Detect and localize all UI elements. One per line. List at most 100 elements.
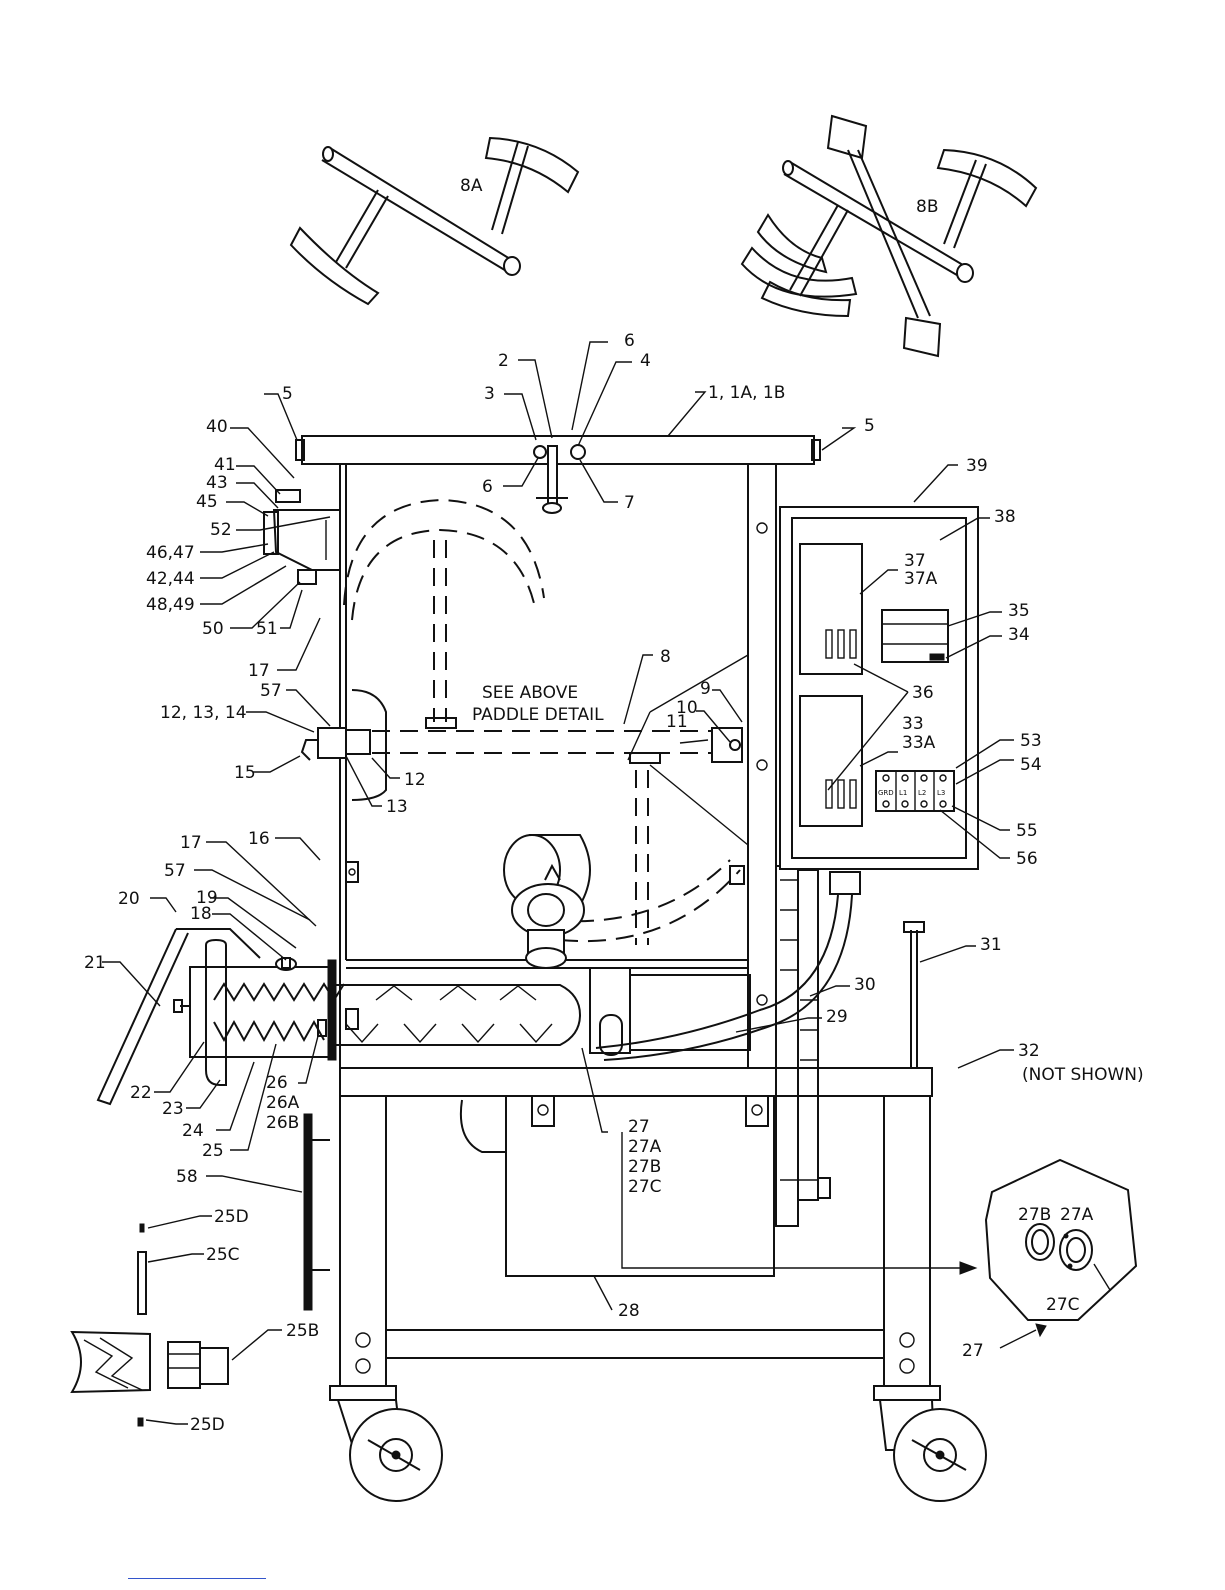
terminal-grd: GRD — [878, 789, 894, 797]
label-6-top: 6 — [624, 331, 635, 351]
label-27: 27 — [628, 1117, 650, 1137]
paddle-8b: 8B — [740, 114, 1038, 358]
switch-box — [263, 489, 341, 585]
label-28: 28 — [618, 1301, 640, 1321]
callout-labels: 6 2 4 3 1, 1A, 1B 5 5 40 6 7 39 41 43 45… — [84, 331, 1144, 1435]
label-11: 11 — [666, 712, 688, 732]
label-27-detail: 27 — [962, 1341, 984, 1361]
label-8b: 8B — [916, 197, 938, 217]
label-12: 12 — [404, 770, 426, 790]
note-line-2: PADDLE DETAIL — [472, 705, 604, 725]
label-52: 52 — [210, 520, 232, 540]
label-30: 30 — [854, 975, 876, 995]
terminal-l1: L1 — [899, 789, 907, 797]
label-25d-bottom: 25D — [190, 1415, 225, 1435]
base-table — [339, 865, 933, 1387]
note-line-1: SEE ABOVE — [482, 683, 578, 703]
label-24: 24 — [182, 1121, 204, 1141]
label-17-bottom: 17 — [180, 833, 202, 853]
auger-assembly — [96, 928, 751, 1106]
label-13: 13 — [386, 797, 408, 817]
label-42-44: 42,44 — [146, 569, 195, 589]
label-3: 3 — [484, 384, 495, 404]
label-46-47: 46,47 — [146, 543, 195, 563]
label-25: 25 — [202, 1141, 224, 1161]
label-45: 45 — [196, 492, 218, 512]
label-21: 21 — [84, 953, 106, 973]
label-25d-top: 25D — [214, 1207, 249, 1227]
label-23: 23 — [162, 1099, 184, 1119]
label-26a: 26A — [266, 1093, 300, 1113]
label-27c-detail: 27C — [1046, 1295, 1080, 1315]
caster-left — [329, 1385, 443, 1502]
label-51: 51 — [256, 619, 278, 639]
label-40: 40 — [206, 417, 228, 437]
label-5-left: 5 — [282, 384, 293, 404]
control-box: GRD L1 L2 L3 — [779, 506, 979, 870]
label-20: 20 — [118, 889, 140, 909]
label-29: 29 — [826, 1007, 848, 1027]
label-25b: 25B — [286, 1321, 319, 1341]
label-54: 54 — [1020, 755, 1042, 775]
label-32-not-shown: (NOT SHOWN) — [1022, 1065, 1144, 1085]
bottom-underline — [128, 1578, 266, 1579]
mixer-frame — [295, 435, 821, 1075]
label-27b: 27B — [628, 1157, 661, 1177]
label-31: 31 — [980, 935, 1002, 955]
label-32: 32 — [1018, 1041, 1040, 1061]
terminal-l3: L3 — [937, 789, 945, 797]
label-9: 9 — [700, 679, 711, 699]
label-33a: 33A — [902, 733, 936, 753]
label-37a: 37A — [904, 569, 938, 589]
label-27a-detail: 27A — [1060, 1205, 1094, 1225]
label-4: 4 — [640, 351, 651, 371]
label-26: 26 — [266, 1073, 288, 1093]
label-27c: 27C — [628, 1177, 662, 1197]
label-8: 8 — [660, 647, 671, 667]
label-57-top: 57 — [260, 681, 282, 701]
label-39: 39 — [966, 456, 988, 476]
label-58: 58 — [176, 1167, 198, 1187]
label-27a: 27A — [628, 1137, 662, 1157]
label-17-top: 17 — [248, 661, 270, 681]
label-55: 55 — [1016, 821, 1038, 841]
label-27b-detail: 27B — [1018, 1205, 1051, 1225]
leader-lines — [102, 341, 1047, 1425]
label-34: 34 — [1008, 625, 1030, 645]
paddle-8a: 8A — [289, 136, 580, 306]
label-38: 38 — [994, 507, 1016, 527]
label-18: 18 — [190, 904, 212, 924]
label-56: 56 — [1016, 849, 1038, 869]
caster-right — [873, 1385, 987, 1502]
label-41: 41 — [214, 455, 236, 475]
gear-motor — [503, 834, 591, 969]
label-5-right: 5 — [864, 416, 875, 436]
label-16: 16 — [248, 829, 270, 849]
label-7: 7 — [624, 493, 635, 513]
terminal-l2: L2 — [918, 789, 926, 797]
label-36: 36 — [912, 683, 934, 703]
label-53: 53 — [1020, 731, 1042, 751]
label-6-bottom: 6 — [482, 477, 493, 497]
label-50: 50 — [202, 619, 224, 639]
label-15: 15 — [234, 763, 256, 783]
label-8a: 8A — [460, 176, 483, 196]
label-10: 10 — [676, 698, 698, 718]
label-26b: 26B — [266, 1113, 299, 1133]
label-1-1a-1b: 1, 1A, 1B — [708, 383, 785, 403]
label-43: 43 — [206, 473, 228, 493]
label-25c: 25C — [206, 1245, 240, 1265]
label-12-13-14: 12, 13, 14 — [160, 703, 247, 723]
label-22: 22 — [130, 1083, 152, 1103]
label-2: 2 — [498, 351, 509, 371]
label-48-49: 48,49 — [146, 595, 195, 615]
exploded-auger-parts — [70, 1113, 340, 1427]
detail-27: 27B 27A 27C — [984, 1158, 1138, 1321]
label-35: 35 — [1008, 601, 1030, 621]
label-37: 37 — [904, 551, 926, 571]
label-19: 19 — [196, 888, 218, 908]
label-57-bottom: 57 — [164, 861, 186, 881]
label-33: 33 — [902, 714, 924, 734]
